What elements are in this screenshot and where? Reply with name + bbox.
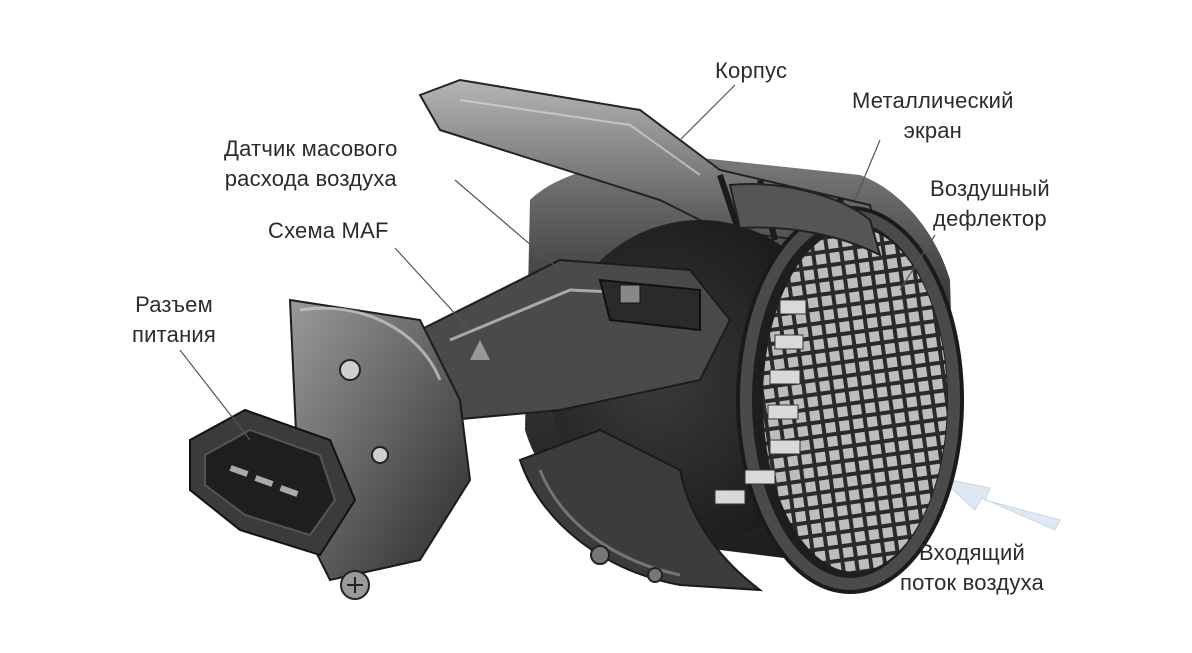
label-power-connector: Разъем питания [132,292,217,347]
airflow-arrow-icon [938,477,1061,531]
label-metal-screen: Металлический экран [852,88,1014,143]
maf-circuit-module [418,258,732,422]
label-housing: Корпус [715,58,788,83]
label-maf-sensor: Датчик масового расхода воздуха [224,136,398,191]
metal-screen [728,183,882,257]
label-maf-circuit: Схема MAF [268,218,389,243]
label-incoming-airflow: Входящий поток воздуха [900,540,1044,595]
power-connector [189,298,472,600]
label-air-deflector: Воздушный дефлектор [930,176,1050,231]
leader-lines [179,84,936,441]
